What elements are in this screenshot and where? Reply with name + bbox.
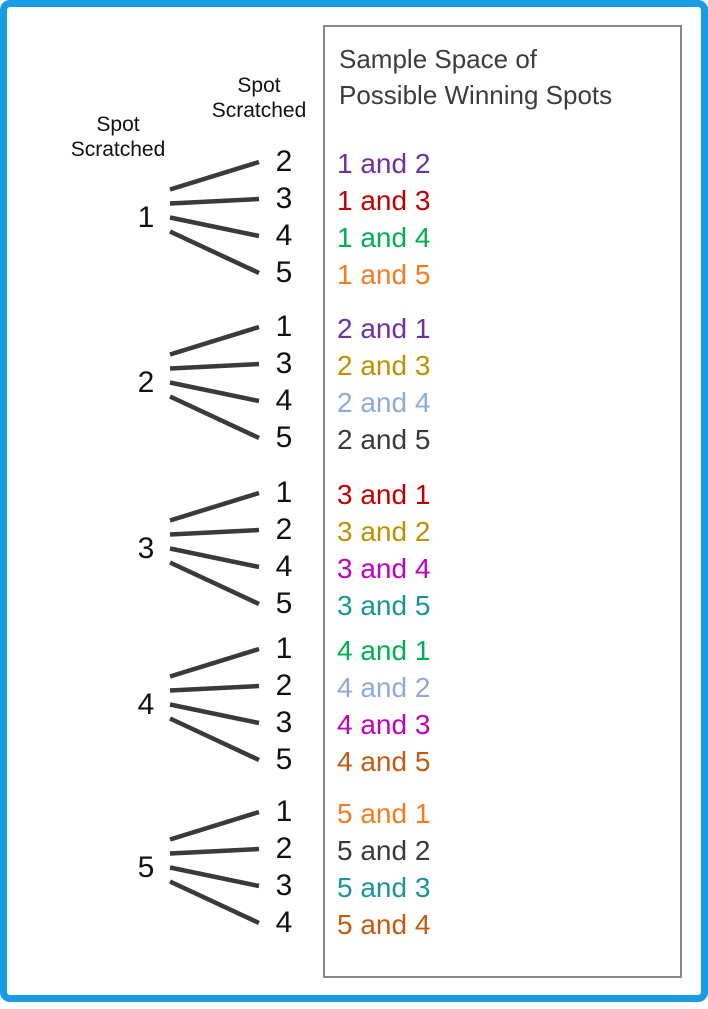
second-spot-2-4: 4 bbox=[275, 384, 293, 417]
outcome-3-and-1: 3 and 1 bbox=[337, 479, 431, 510]
second-spot-5-4: 4 bbox=[275, 906, 293, 939]
branch-5-to-3 bbox=[169, 865, 260, 889]
branch-1-to-4 bbox=[169, 215, 260, 239]
second-spot-1-2: 2 bbox=[275, 145, 293, 178]
second-spot-5-3: 3 bbox=[275, 869, 293, 902]
outcome-1-and-4: 1 and 4 bbox=[337, 222, 431, 253]
branch-5-to-1 bbox=[169, 809, 260, 842]
branch-2-to-4 bbox=[169, 380, 260, 404]
sample-space-box: Sample Space of Possible Winning Spots 1… bbox=[323, 25, 682, 978]
tree-branches bbox=[169, 159, 260, 926]
second-spot-header: Spot Scratched bbox=[193, 73, 325, 123]
outcome-4-and-3: 4 and 3 bbox=[337, 709, 431, 740]
branch-1-to-3 bbox=[169, 196, 260, 206]
outcome-5-and-3: 5 and 3 bbox=[337, 872, 431, 903]
outcome-4-and-5: 4 and 5 bbox=[337, 746, 431, 777]
second-spot-1-4: 4 bbox=[275, 219, 293, 252]
outcome-2-and-4: 2 and 4 bbox=[337, 387, 431, 418]
second-spot-5-2: 2 bbox=[275, 832, 293, 865]
sample-space-title: Sample Space of Possible Winning Spots bbox=[339, 41, 612, 113]
tree-diagram: 1 2 3 4 5 2 1 3 4 5 3 1 2 4 5 4 1 2 3 5 5 1 2 3 4 bbox=[7, 7, 327, 1009]
second-spot-1-3: 3 bbox=[275, 182, 293, 215]
branch-4-to-5 bbox=[169, 716, 260, 763]
second-spot-header-line2: Scratched bbox=[211, 99, 307, 122]
outcome-4-and-1: 4 and 1 bbox=[337, 635, 431, 666]
second-spot-3-4: 4 bbox=[275, 550, 293, 583]
branch-3-to-4 bbox=[169, 546, 260, 570]
second-spot-4-5: 5 bbox=[275, 743, 293, 776]
first-spot-3: 3 bbox=[137, 531, 155, 565]
outcome-1-and-5: 1 and 5 bbox=[337, 259, 431, 290]
second-spot-4-2: 2 bbox=[275, 669, 293, 702]
first-spot-header-line2: Scratched bbox=[70, 138, 166, 161]
outcome-5-and-1: 5 and 1 bbox=[337, 798, 431, 829]
branch-4-to-3 bbox=[169, 702, 260, 726]
outcome-2-and-3: 2 and 3 bbox=[337, 350, 431, 381]
branch-5-to-2 bbox=[169, 846, 260, 856]
outcome-5-and-4: 5 and 4 bbox=[337, 909, 431, 940]
second-spot-3-5: 5 bbox=[275, 587, 293, 620]
first-spot-header-line1: Spot bbox=[96, 113, 140, 136]
second-spot-2-5: 5 bbox=[275, 421, 293, 454]
branch-2-to-3 bbox=[169, 361, 260, 371]
second-spot-2-1: 1 bbox=[275, 310, 293, 343]
second-spot-header-line1: Spot bbox=[237, 74, 281, 97]
branch-3-to-5 bbox=[169, 560, 260, 607]
branch-3-to-1 bbox=[169, 490, 260, 523]
branch-1-to-5 bbox=[169, 229, 260, 276]
first-spot-4: 4 bbox=[137, 687, 155, 721]
second-spot-4-3: 3 bbox=[275, 706, 293, 739]
second-spot-5-1: 1 bbox=[275, 795, 293, 828]
outcome-1-and-3: 1 and 3 bbox=[337, 185, 431, 216]
second-spot-3-2: 2 bbox=[275, 513, 293, 546]
outcome-3-and-5: 3 and 5 bbox=[337, 590, 431, 621]
branch-3-to-2 bbox=[169, 527, 260, 537]
second-spot-4-1: 1 bbox=[275, 632, 293, 665]
branch-4-to-1 bbox=[169, 646, 260, 679]
first-spot-1: 1 bbox=[137, 200, 155, 234]
second-spot-1-5: 5 bbox=[275, 256, 293, 289]
outcome-3-and-2: 3 and 2 bbox=[337, 516, 431, 547]
second-spot-3-1: 1 bbox=[275, 476, 293, 509]
first-spot-header: Spot Scratched bbox=[52, 112, 184, 162]
second-spot-2-3: 3 bbox=[275, 347, 293, 380]
outcome-5-and-2: 5 and 2 bbox=[337, 835, 431, 866]
sample-space-title-line2: Possible Winning Spots bbox=[339, 80, 613, 110]
outcome-3-and-4: 3 and 4 bbox=[337, 553, 431, 584]
branch-4-to-2 bbox=[169, 683, 260, 693]
branch-2-to-1 bbox=[169, 324, 260, 357]
first-spot-2: 2 bbox=[137, 365, 155, 399]
branch-2-to-5 bbox=[169, 394, 260, 441]
sample-space-title-line1: Sample Space of bbox=[339, 44, 538, 74]
branch-5-to-4 bbox=[169, 879, 260, 926]
branch-1-to-2 bbox=[169, 159, 260, 192]
outcome-1-and-2: 1 and 2 bbox=[337, 148, 431, 179]
outcome-2-and-1: 2 and 1 bbox=[337, 313, 431, 344]
outcome-2-and-5: 2 and 5 bbox=[337, 424, 431, 455]
first-spot-5: 5 bbox=[137, 850, 155, 884]
outcome-4-and-2: 4 and 2 bbox=[337, 672, 431, 703]
